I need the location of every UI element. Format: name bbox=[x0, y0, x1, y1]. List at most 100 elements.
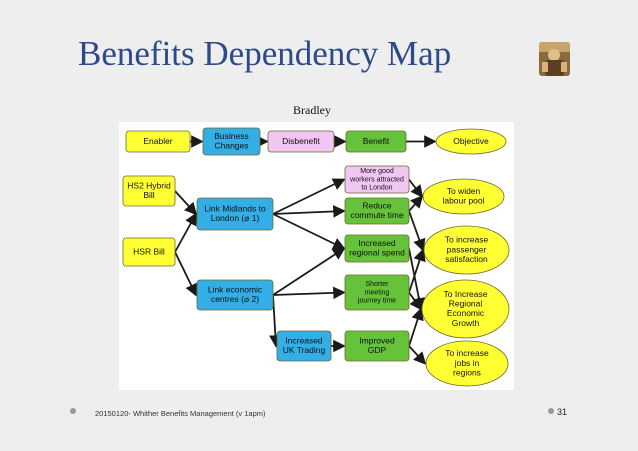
increased-regional-spend-shape bbox=[344, 234, 410, 263]
widen-labour-pool-label-line: To widen bbox=[447, 186, 481, 196]
widen-labour-pool-shape bbox=[422, 178, 505, 215]
increase-jobs-label-line: jobs in bbox=[454, 358, 480, 368]
lg-business-changes-label-line: Business bbox=[214, 131, 249, 141]
link-midlands-label-line: Link Midlands to bbox=[204, 204, 266, 214]
increase-jobs-shape bbox=[425, 340, 509, 387]
page-number: 31 bbox=[557, 407, 568, 417]
link-economic-label-line: centres (⌀ 2) bbox=[211, 294, 259, 304]
connector-link-midlands-to-increased-regional-spend bbox=[272, 213, 346, 250]
increase-regional-growth-label-line: To Increase bbox=[444, 289, 488, 299]
increase-jobs-label-line: regions bbox=[453, 368, 481, 378]
connector-reduce-commute-to-widen-labour-pool bbox=[408, 195, 424, 212]
increased-uk-trading-label-line: Increased bbox=[285, 336, 323, 346]
shorter-meeting-label-line: Shorter bbox=[366, 281, 390, 288]
lg-enabler-label-line: Enabler bbox=[143, 136, 172, 146]
increase-regional-growth-label-line: Growth bbox=[452, 318, 480, 328]
slide-footer: 20150120- Whither Benefits Management (v… bbox=[0, 396, 638, 426]
node-lg-disbenefit: Disbenefit bbox=[267, 130, 335, 153]
increase-passenger-satisfaction-shape bbox=[423, 225, 510, 275]
lg-benefit-shape bbox=[345, 130, 407, 153]
lg-enabler-shape bbox=[125, 130, 191, 153]
more-good-workers-shape bbox=[344, 165, 410, 194]
connector-link-economic-to-increased-regional-spend bbox=[272, 247, 346, 296]
more-good-workers-label-line: workers attracted bbox=[349, 176, 404, 183]
link-economic-label-line: Link economic bbox=[208, 285, 263, 295]
lg-business-changes-label-line: Changes bbox=[214, 141, 248, 151]
increased-uk-trading-label-line: UK Trading bbox=[283, 345, 326, 355]
connector-link-economic-to-shorter-meeting bbox=[272, 286, 346, 300]
connector-link-midlands-to-reduce-commute bbox=[272, 205, 346, 218]
connector-shorter-meeting-to-increase-passenger-satisfaction bbox=[408, 248, 426, 293]
connector-hsr-bill-to-link-economic bbox=[174, 251, 197, 297]
lg-disbenefit-shape bbox=[267, 130, 335, 153]
increase-regional-growth-shape bbox=[421, 279, 510, 339]
more-good-workers-label-line: to London bbox=[361, 185, 392, 192]
shorter-meeting-label-line: meeting bbox=[365, 289, 390, 296]
more-good-workers-label-line: More good bbox=[360, 168, 394, 175]
node-lg-benefit: Benefit bbox=[345, 130, 407, 153]
footer-right-dot bbox=[548, 408, 554, 414]
increase-regional-growth-label-line: Economic bbox=[447, 308, 485, 318]
connector-reduce-commute-to-increase-passenger-satisfaction bbox=[408, 210, 426, 252]
slide-title: Benefits Dependency Map bbox=[78, 34, 452, 73]
reduce-commute-label-line: Reduce bbox=[362, 201, 392, 211]
improved-gdp-label-line: Improved bbox=[359, 336, 395, 346]
lg-objective-shape bbox=[435, 128, 507, 155]
increase-jobs-label-line: To increase bbox=[445, 348, 489, 358]
improved-gdp-label-line: GDP bbox=[368, 345, 387, 355]
link-midlands-shape bbox=[196, 197, 274, 231]
connector-more-good-workers-to-widen-labour-pool bbox=[408, 178, 424, 198]
connector-link-midlands-to-more-good-workers bbox=[272, 178, 346, 215]
connector-hsr-bill-to-link-midlands bbox=[174, 212, 197, 253]
increase-passenger-satisfaction-label-line: To increase bbox=[445, 235, 489, 245]
widen-labour-pool-label-line: labour pool bbox=[442, 196, 484, 206]
connector-hs2-bill-to-link-midlands bbox=[174, 190, 198, 216]
node-lg-enabler: Enabler bbox=[125, 130, 191, 153]
increased-regional-spend-label-line: regional spend bbox=[349, 248, 405, 258]
increased-regional-spend-label-line: Increased bbox=[358, 238, 396, 248]
link-midlands-label-line: London (⌀ 1) bbox=[211, 213, 260, 223]
link-economic-shape bbox=[196, 279, 274, 311]
footer-text: 20150120- Whither Benefits Management (v… bbox=[95, 409, 266, 418]
increase-passenger-satisfaction-label-line: satisfaction bbox=[445, 254, 488, 264]
hsr-bill-label-line: HSR Bill bbox=[133, 246, 165, 256]
lg-objective-label-line: Objective bbox=[453, 136, 489, 146]
lg-disbenefit-label-line: Disbenefit bbox=[282, 136, 320, 146]
lg-benefit-label-line: Benefit bbox=[363, 136, 390, 146]
increased-uk-trading-shape bbox=[276, 330, 332, 362]
connector-shorter-meeting-to-increase-regional-growth bbox=[408, 291, 423, 311]
shorter-meeting-shape bbox=[344, 274, 410, 311]
hs2-bill-label-line: Bill bbox=[143, 190, 154, 200]
presenter-photo bbox=[539, 42, 570, 76]
lg-business-changes-shape bbox=[202, 127, 261, 156]
connector-link-economic-to-increased-uk-trading bbox=[269, 294, 282, 348]
connector-improved-gdp-to-increase-jobs bbox=[408, 345, 427, 365]
hs2-bill-label-line: HS2 Hybrid bbox=[127, 181, 171, 191]
reduce-commute-shape bbox=[344, 197, 410, 225]
diagram-author: Bradley bbox=[293, 103, 331, 117]
reduce-commute-label-line: commute time bbox=[350, 210, 404, 220]
node-hsr-bill: HSR Bill bbox=[122, 237, 176, 267]
increase-regional-growth-label-line: Regional bbox=[449, 299, 483, 309]
footer-left-dot bbox=[70, 408, 76, 414]
hs2-bill-shape bbox=[122, 175, 176, 207]
connector-improved-gdp-to-increase-regional-growth bbox=[408, 307, 424, 347]
increase-passenger-satisfaction-label-line: passenger bbox=[447, 244, 487, 254]
